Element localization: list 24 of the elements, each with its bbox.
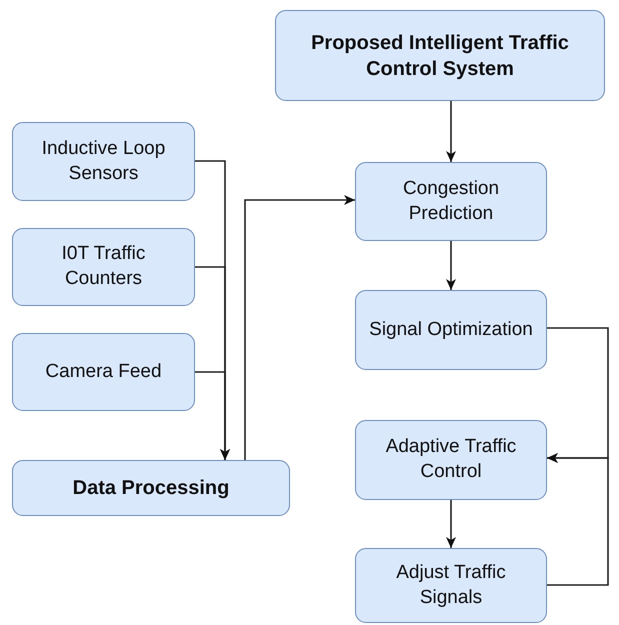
box-label: Adjust Traffic Signals [395,560,507,610]
box-label: I0T Traffic Counters [60,242,146,291]
process-box [12,460,290,516]
box-label: Signal Optimization [369,318,533,342]
box-label: Data Processing [72,476,230,501]
process-box [355,548,547,623]
process-box [12,122,195,201]
process-box [355,420,547,500]
arrow [195,371,230,460]
process-box [12,333,195,411]
arrow [446,500,456,548]
arrow [446,241,456,290]
box-label: Proposed Intelligent Traffic Control System [310,30,570,82]
arrow [244,195,355,460]
arrow [446,101,456,162]
arrow [547,453,609,586]
box-label: Camera Feed [45,360,162,384]
box-label: Congestion Prediction [402,176,500,226]
box-label: Inductive Loop Sensors [40,136,166,186]
box-label: Adaptive Traffic Control [384,435,518,484]
process-box [355,162,547,241]
process-box [12,228,195,306]
process-box [275,10,605,101]
process-box [355,290,547,370]
